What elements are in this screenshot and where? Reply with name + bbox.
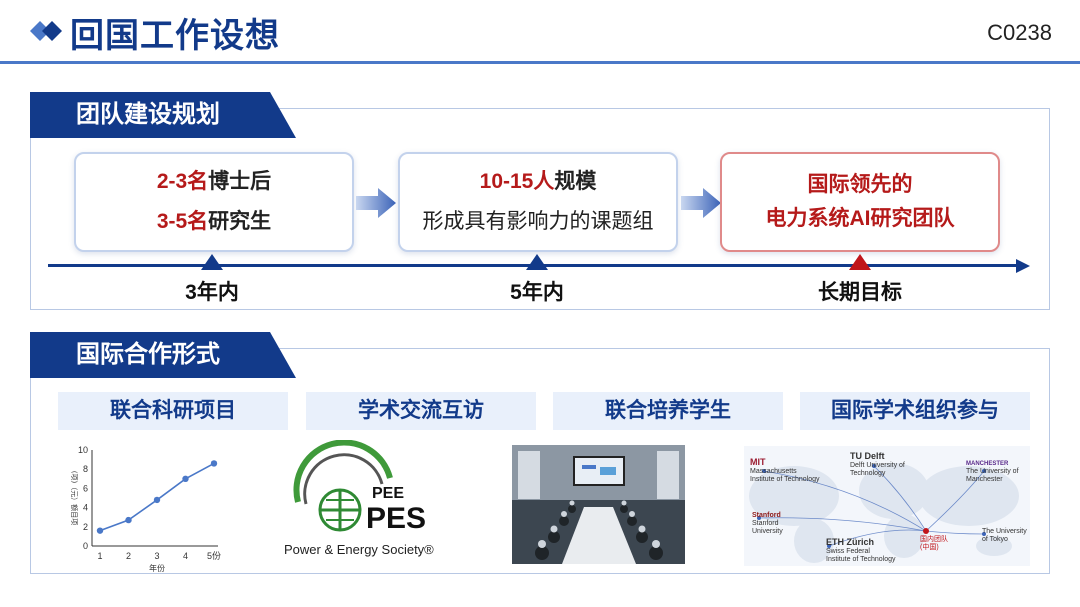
timeline-label: 长期目标	[818, 281, 902, 304]
chart-y-tick-label: 2	[83, 522, 88, 532]
chart-data-point	[125, 516, 132, 524]
chart-data-point	[182, 475, 189, 482]
domestic-team: 国内团队(中国)	[920, 536, 948, 551]
chevron-right-icon	[356, 188, 396, 218]
diamond-logo-icon	[30, 21, 62, 41]
stage-card-long-term: 国际领先的 电力系统AI研究团队	[720, 152, 1000, 252]
goal-line-2: 电力系统AI研究团队	[765, 207, 955, 230]
timeline-marker	[526, 254, 548, 270]
student-line: 3-5名研究生	[156, 210, 272, 233]
stage-card-3-years: 2-3名博士后 3-5名研究生	[74, 152, 354, 252]
chart-x-tick-label: 2	[126, 551, 131, 561]
timeline-label: 3年内	[185, 281, 239, 304]
chart-y-tick-label: 8	[83, 464, 88, 474]
chart-x-tick-label: 3	[154, 551, 159, 561]
group-line: 形成具有影响力的课题组	[422, 210, 654, 233]
team-plan-tab: 团队建设规划	[30, 92, 296, 138]
pes-name: Power & Energy Society®	[284, 542, 434, 557]
chart-data-point	[210, 460, 218, 467]
header-divider	[0, 61, 1080, 64]
institution-tokyo: The University of Tokyo	[982, 528, 1027, 543]
chart-data-point	[153, 496, 161, 504]
chart-y-label: (项)（元）额目项	[70, 471, 79, 525]
timeline-arrowhead	[1016, 259, 1030, 273]
coop-joint-training: 联合培养学生	[553, 392, 783, 430]
chart-x-tick-label: 1	[97, 551, 102, 561]
chart-x-tick-label: 4	[183, 551, 188, 561]
chart-y-tick-label: 4	[83, 503, 88, 513]
meeting-photo	[512, 445, 685, 564]
chart-y-tick-label: 10	[78, 445, 88, 455]
coop-intl-organizations: 国际学术组织参与	[800, 392, 1030, 430]
timeline-marker-goal	[849, 254, 871, 270]
chart-y-tick-label: 0	[83, 541, 88, 551]
timeline-marker	[201, 254, 223, 270]
chart-y-tick-label: 6	[83, 483, 88, 493]
chevron-right-icon	[681, 188, 721, 218]
pes-logo: PEE PES Power & Energy Society®	[284, 440, 434, 557]
scale-line: 10-15人规模	[479, 170, 597, 193]
chart-x-tick-label: 5份	[207, 550, 221, 561]
slide-code: C0238	[987, 20, 1052, 45]
pes-mark: PEE	[372, 485, 404, 502]
coop-academic-exchange: 学术交流互访	[306, 392, 536, 430]
pes-big: PES	[366, 502, 426, 535]
chart-data-point	[96, 527, 104, 534]
chart-x-label: 年份	[149, 563, 165, 572]
postdoc-line: 2-3名博士后	[156, 170, 272, 193]
timeline-label: 5年内	[510, 281, 564, 304]
goal-line-1: 国际领先的	[807, 173, 913, 196]
page-title: 回国工作设想	[70, 17, 280, 55]
stage-card-5-years: 10-15人规模 形成具有影响力的课题组	[398, 152, 678, 252]
cooperation-tab: 国际合作形式	[30, 332, 296, 378]
coop-joint-research: 联合科研项目	[58, 392, 288, 430]
